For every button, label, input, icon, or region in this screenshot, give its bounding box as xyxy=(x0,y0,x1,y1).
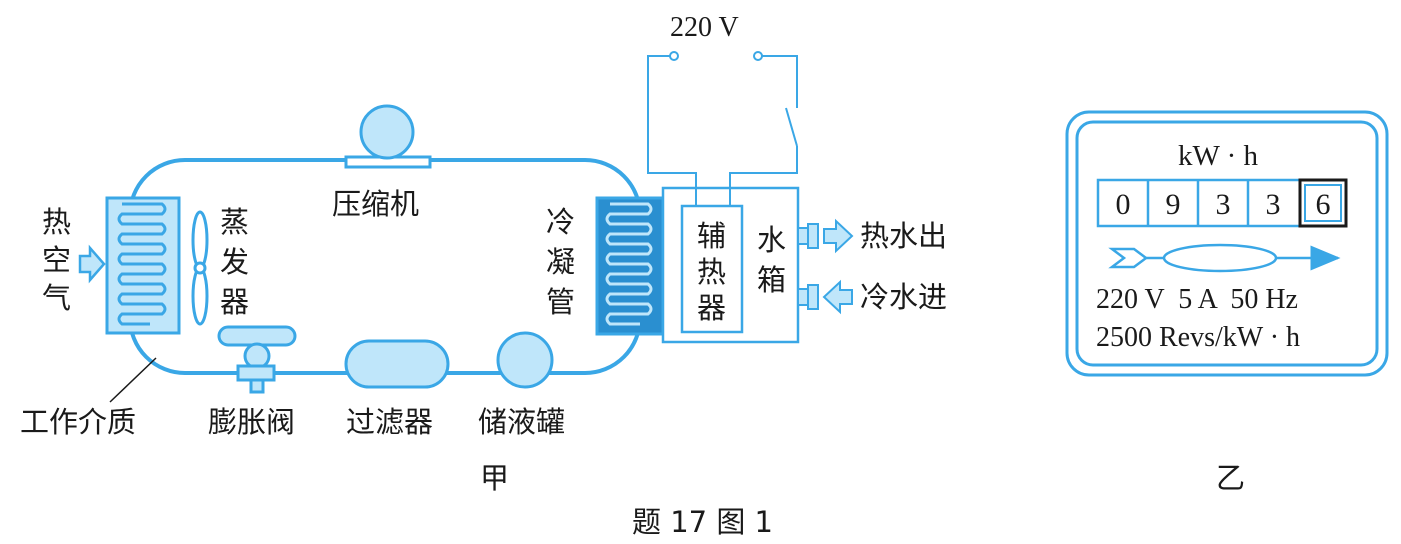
fan-icon xyxy=(191,210,209,326)
filter-label: 过滤器 xyxy=(346,405,433,439)
hot-air-label: 热 空 气 xyxy=(42,205,80,315)
evaporator-label: 蒸 发 器 xyxy=(220,205,258,319)
cold-water-arrow xyxy=(822,279,853,315)
meter-spec-revs: 2500 Revs/kW · h xyxy=(1096,322,1300,353)
meter-digit-3: 3 xyxy=(1216,188,1231,221)
meter-digit-5: 6 xyxy=(1316,188,1331,221)
hot-air-arrow xyxy=(78,244,106,284)
reservoir-label: 储液罐 xyxy=(478,405,565,439)
hot-air-char-3: 气 xyxy=(42,281,71,315)
aux-heater-label: 辅 热 器 xyxy=(697,219,735,325)
meter-digit-2: 9 xyxy=(1166,188,1181,221)
terminal-left xyxy=(669,51,679,61)
power-wiring xyxy=(647,55,798,206)
condenser-label: 冷 凝 管 xyxy=(546,205,584,319)
compressor xyxy=(344,104,432,169)
expansion-valve-label: 膨胀阀 xyxy=(208,405,295,439)
figure-caption: 题 17 图 1 xyxy=(632,505,773,539)
hot-air-char-1: 热 xyxy=(42,205,71,239)
voltage-label: 220 V xyxy=(670,12,739,43)
condenser-coil xyxy=(595,196,665,336)
figure-b-label: 乙 xyxy=(1216,461,1245,495)
compressor-label: 压缩机 xyxy=(332,187,419,221)
aux-heater xyxy=(680,204,744,334)
hot-water-label: 热水出 xyxy=(860,219,947,253)
hot-water-arrow xyxy=(823,218,854,254)
meter-disc-arrow xyxy=(1108,243,1341,273)
hot-air-char-2: 空 xyxy=(42,243,71,277)
evaporator-coil xyxy=(105,196,181,335)
cold-water-inlet xyxy=(797,284,819,310)
hot-water-outlet xyxy=(797,223,819,249)
meter-digit-4: 3 xyxy=(1266,188,1281,221)
working-medium-label: 工作介质 xyxy=(20,405,136,439)
meter-spec-rating: 220 V 5 A 50 Hz xyxy=(1096,284,1298,315)
reservoir xyxy=(496,331,554,389)
figure-a-label: 甲 xyxy=(480,461,509,495)
working-medium-leader xyxy=(109,357,157,403)
expansion-valve xyxy=(217,325,297,394)
filter xyxy=(344,339,450,389)
meter-unit: kW · h xyxy=(1178,140,1259,172)
meter-digit-1: 0 xyxy=(1116,188,1131,221)
meter-digits xyxy=(1096,178,1348,228)
terminal-right xyxy=(753,51,763,61)
cold-water-label: 冷水进 xyxy=(860,280,947,314)
water-tank-label: 水 箱 xyxy=(757,223,795,297)
